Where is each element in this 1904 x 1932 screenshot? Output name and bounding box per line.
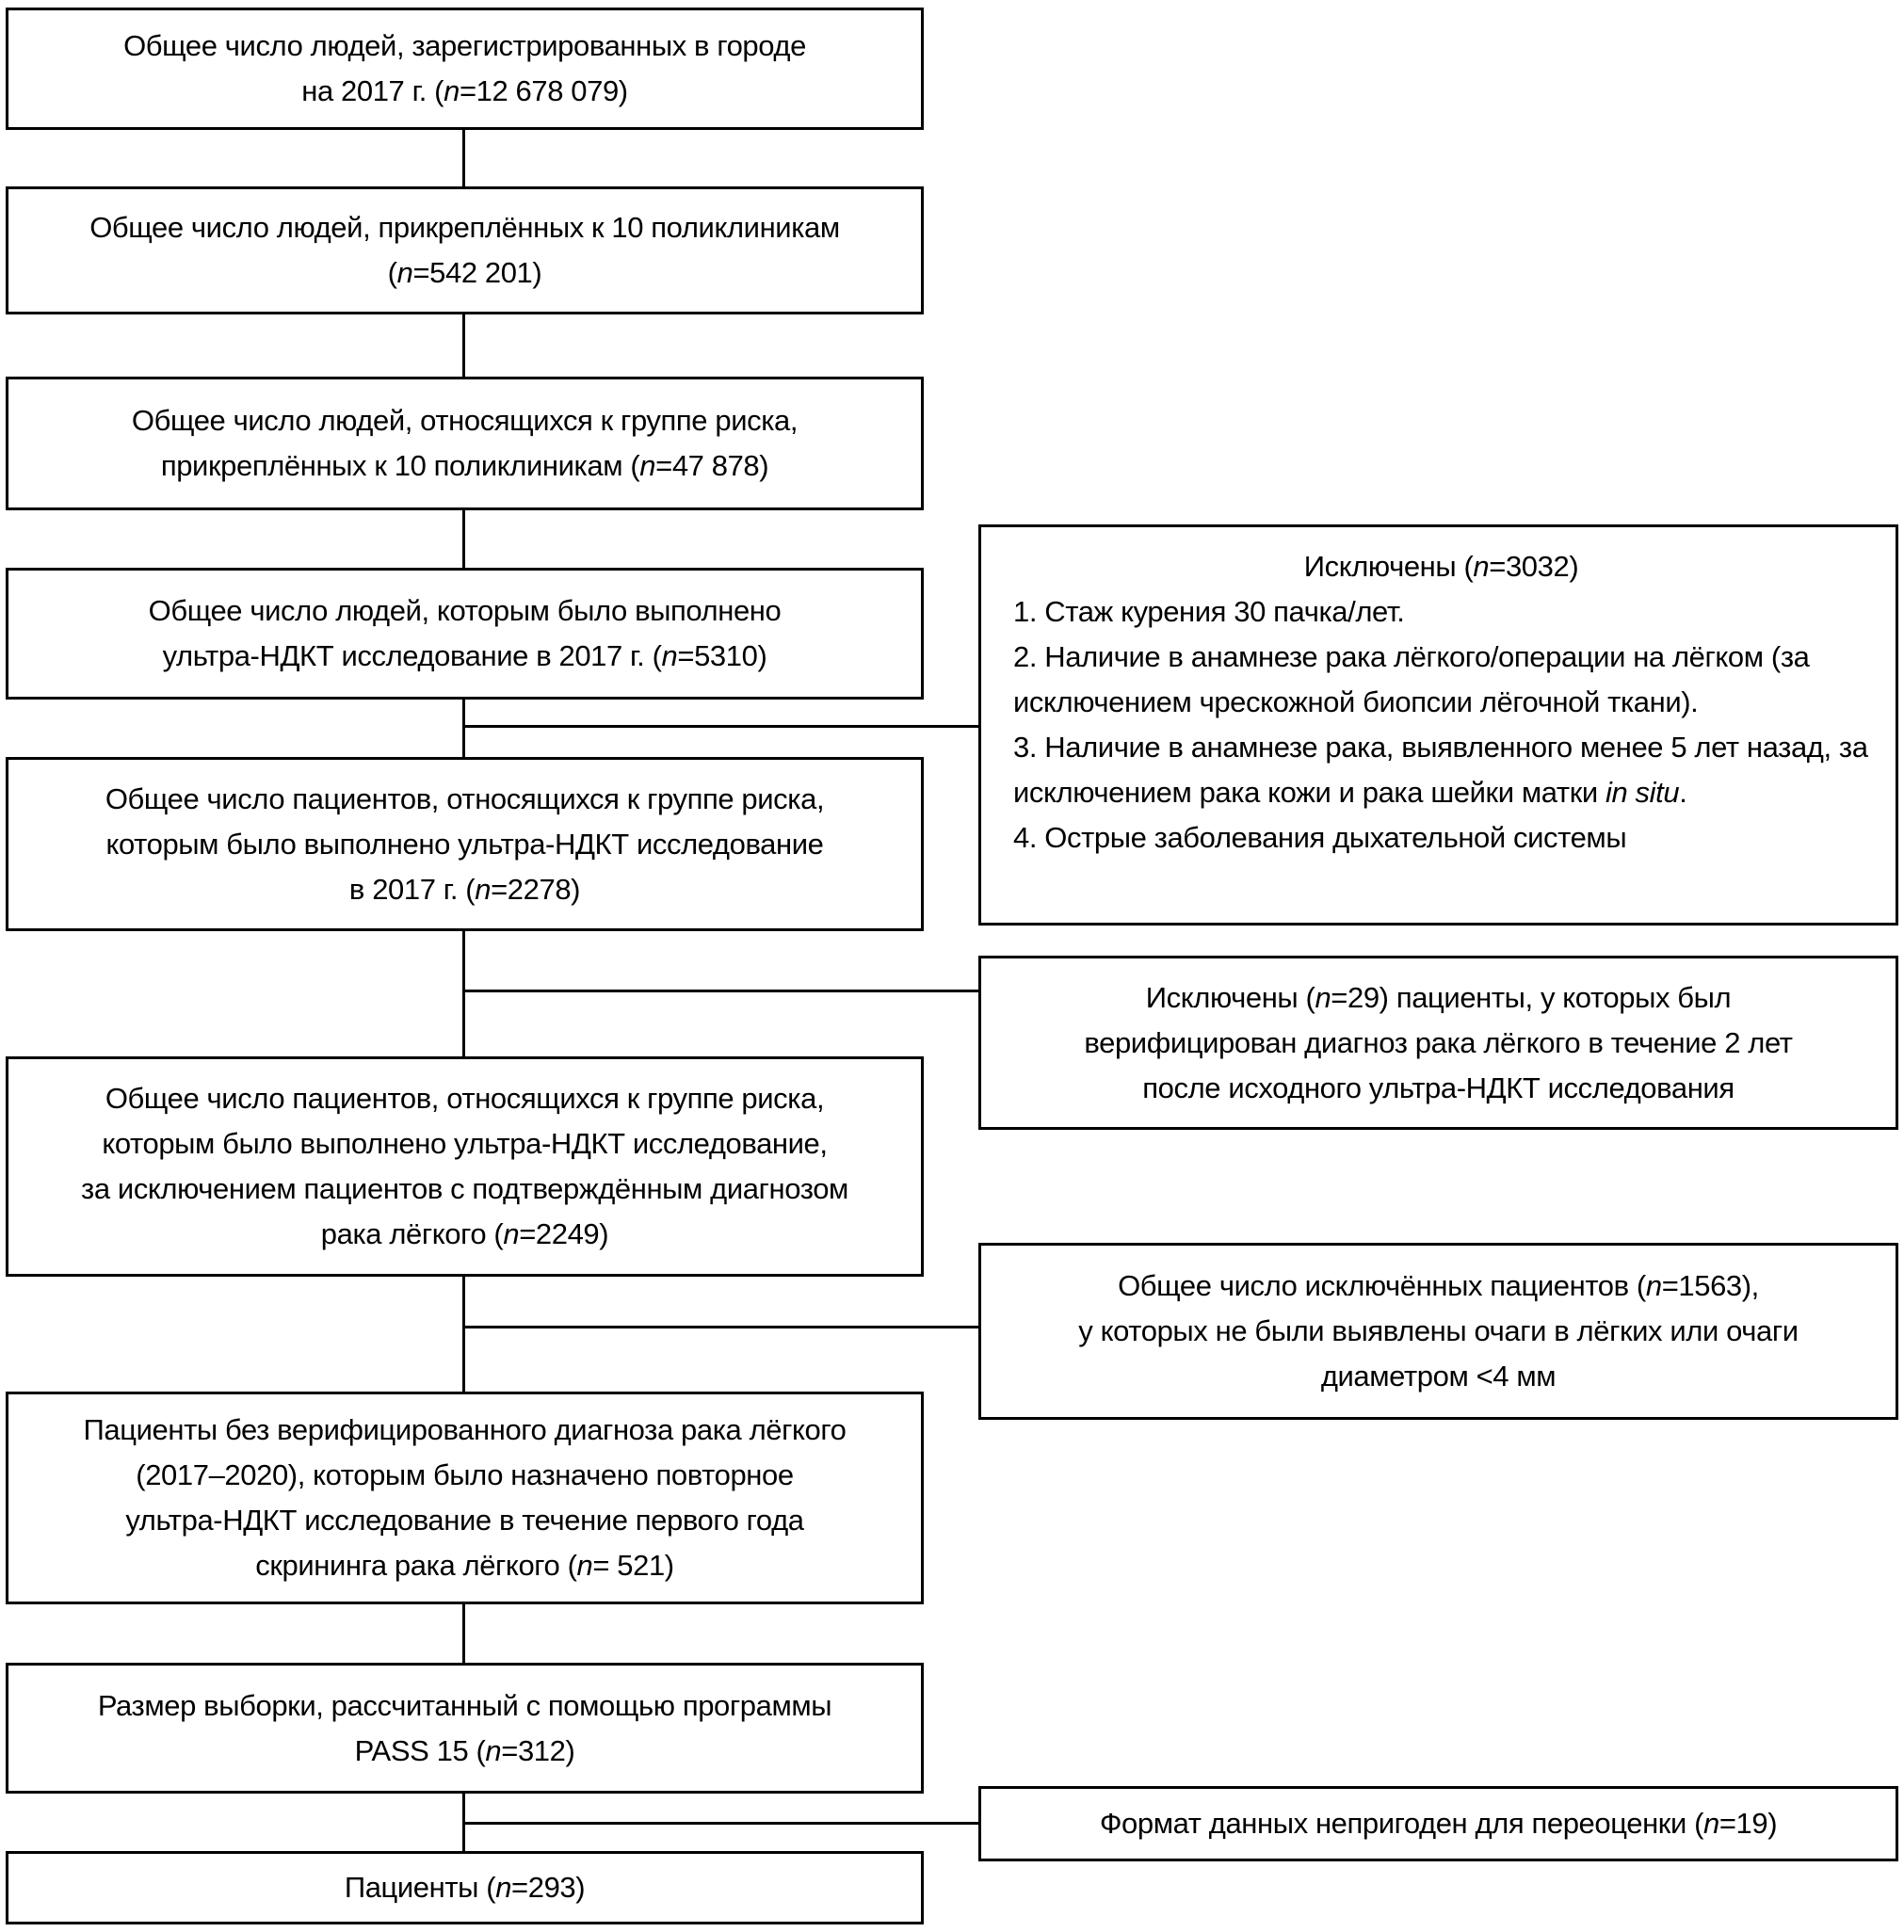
flow-box-text: которым было выполнено ультра-НДКТ иссле… xyxy=(102,1127,828,1160)
connector-h-excluded-1563 xyxy=(462,1326,978,1328)
flow-box-risk-group-uldct-excluding-confirmed: Общее число пациентов, относящихся к гру… xyxy=(6,1056,924,1277)
flow-box-text: диаметром <4 мм xyxy=(1320,1360,1557,1393)
flow-box-text: скрининга рака лёгкого (n= 521) xyxy=(255,1549,674,1582)
connector-v-4-5 xyxy=(462,700,465,757)
connector-v-3-4 xyxy=(462,510,465,568)
flow-box-text: у которых не были выявлены очаги в лёгки… xyxy=(1078,1314,1799,1347)
flow-box-patients-final: Пациенты (n=293) xyxy=(6,1851,924,1924)
flow-box-text: Пациенты без верифицированного диагноза … xyxy=(83,1413,847,1446)
flow-box-no-verified-diagnosis-repeat-uldct: Пациенты без верифицированного диагноза … xyxy=(6,1392,924,1604)
flow-box-format-unsuitable: Формат данных непригоден для переоценки … xyxy=(978,1786,1898,1861)
connector-h-format-unsuitable xyxy=(462,1822,978,1825)
exclusion-item: 2. Наличие в анамнезе рака лёгкого/опера… xyxy=(1013,640,1810,718)
flow-box-text: Размер выборки, рассчитанный с помощью п… xyxy=(97,1688,832,1722)
flow-box-text: за исключением пациентов с подтверждённы… xyxy=(81,1172,848,1205)
flow-box-text: в 2017 г. (n=2278) xyxy=(348,872,581,906)
exclusion-item: 4. Острые заболевания дыхательной систем… xyxy=(1013,821,1627,854)
connector-v-5-6 xyxy=(462,931,465,1056)
flow-box-text: (n=542 201) xyxy=(387,256,542,289)
connector-v-7-8 xyxy=(462,1604,465,1663)
flow-box-text: верифицирован диагноз рака лёгкого в теч… xyxy=(1084,1025,1793,1059)
flow-box-uldct-performed-2017: Общее число людей, которым было выполнен… xyxy=(6,568,924,700)
flow-box-text: прикреплённых к 10 поликлиникам (n=47 87… xyxy=(160,449,769,482)
flow-box-risk-group-uldct-2017: Общее число пациентов, относящихся к гру… xyxy=(6,757,924,931)
connector-v-1-2 xyxy=(462,130,465,186)
flow-box-registered-city: Общее число людей, зарегистрированных в … xyxy=(6,8,924,130)
flow-box-risk-group-attached: Общее число людей, относящихся к группе … xyxy=(6,377,924,510)
flow-box-sample-size-pass: Размер выборки, рассчитанный с помощью п… xyxy=(6,1663,924,1794)
flow-box-text: Общее число пациентов, относящихся к гру… xyxy=(105,1082,825,1115)
flow-box-title: Исключены (n=3032) xyxy=(1303,550,1579,583)
flow-box-excluded-3032: Исключены (n=3032) 1. Стаж курения 30 па… xyxy=(978,524,1898,926)
flow-box-text: которым было выполнено ультра-НДКТ иссле… xyxy=(105,827,824,861)
flow-box-text: рака лёгкого (n=2249) xyxy=(320,1217,609,1250)
connector-h-excluded-29 xyxy=(462,990,978,992)
flow-box-text: ультра-НДКТ исследование в 2017 г. (n=53… xyxy=(162,639,767,672)
flow-box-text: Общее число исключённых пациентов (n=156… xyxy=(1118,1269,1759,1302)
flow-box-attached-polyclinics: Общее число людей, прикреплённых к 10 по… xyxy=(6,186,924,314)
flow-box-text: Общее число людей, относящихся к группе … xyxy=(131,404,799,437)
exclusion-item: 3. Наличие в анамнезе рака, выявленного … xyxy=(1013,731,1868,809)
flow-box-text: Формат данных непригоден для переоценки … xyxy=(1099,1807,1778,1840)
flow-box-text: Общее число людей, зарегистрированных в … xyxy=(123,29,806,62)
flow-box-text: Общее число людей, которым было выполнен… xyxy=(148,594,782,627)
flow-box-text: Исключены (n=29) пациенты, у которых был xyxy=(1145,980,1732,1014)
flow-box-text: ультра-НДКТ исследование в течение перво… xyxy=(125,1504,804,1537)
flow-box-text: после исходного ультра-НДКТ исследования xyxy=(1142,1071,1735,1104)
flow-box-text: (2017–2020), которым было назначено повт… xyxy=(136,1458,794,1491)
connector-v-2-3 xyxy=(462,314,465,377)
flow-box-excluded-29: Исключены (n=29) пациенты, у которых был… xyxy=(978,956,1898,1130)
exclusion-item: 1. Стаж курения 30 пачка/лет. xyxy=(1013,595,1405,628)
flow-box-text: на 2017 г. (n=12 678 079) xyxy=(301,74,628,107)
flow-box-text: Общее число пациентов, относящихся к гру… xyxy=(105,781,825,815)
flow-box-text: Общее число людей, прикреплённых к 10 по… xyxy=(89,211,840,244)
flow-box-text: PASS 15 (n=312) xyxy=(354,1733,575,1767)
flow-box-text: Пациенты (n=293) xyxy=(344,1871,586,1904)
connector-h-excluded-3032 xyxy=(462,725,978,728)
flow-box-excluded-1563: Общее число исключённых пациентов (n=156… xyxy=(978,1243,1898,1420)
connector-v-6-7 xyxy=(462,1277,465,1392)
